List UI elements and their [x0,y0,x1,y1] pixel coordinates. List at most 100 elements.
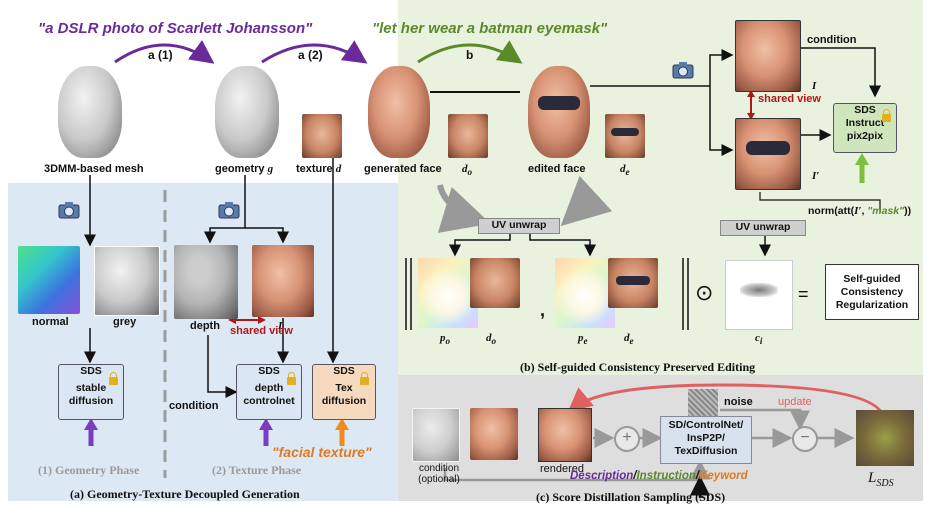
mesh-head-image [58,66,122,158]
mesh-label: 3DMM-based mesh [44,163,144,175]
condition-label-a: condition [169,400,219,412]
prompt-dslr: "a DSLR photo of Scarlett Johansson" [38,20,313,37]
d-o-label-2: do [486,332,497,347]
geometry-label: geometry g [215,163,274,175]
prompt-facial-texture: "facial texture" [272,444,372,460]
batman-mask-shape [538,96,580,110]
i-label-a: I [278,320,283,332]
d-e-label-2: de [624,332,634,347]
grey-label: grey [113,316,137,328]
lock-icon [882,109,891,122]
texture-phase-label: (2) Texture Phase [212,463,302,477]
sds-model-name: depth controlnet [243,382,295,407]
equals-sign: = [798,284,809,304]
prompt-type-legend: Description/Instruction/Keyword [570,470,748,482]
shared-view-label-a: shared view [230,325,293,337]
sds-title: SDS [258,365,280,377]
i-prime-label: I′ [812,170,820,182]
uv-unwrap-box: UV unwrap [478,218,560,234]
c-i-weight-map [725,260,793,330]
instruction-label: Instruction [636,470,696,482]
camera-icon-geometry [58,202,80,219]
sds-model-name: Tex diffusion [321,382,367,407]
step-b-label: b [466,48,474,62]
keyword-label: Keyword [699,470,748,482]
texture-label: texture d [296,163,342,175]
lock-icon-tex2 [360,372,369,385]
sds-loss-image [856,410,914,466]
d-e-mask-shape [611,128,639,136]
caption-b: (b) Self-guided Consistency Preserved Ed… [520,360,756,374]
p-o-uv-map [418,258,478,328]
normal-render-image [18,246,80,314]
prompt-batman: "let her wear a batman eyemask" [372,20,608,37]
grey-render-image [94,246,160,316]
condition-label: condition [807,34,857,46]
c-i-label: ci [755,332,763,347]
rendered-image [538,408,592,462]
norm-att-label: norm(att(I′, "mask")) [808,205,912,217]
shared-view-label-b: shared view [758,93,821,105]
d-o-label: do [462,163,473,178]
add-operator: + [614,426,640,452]
l-sds-label: LSDS [868,470,894,489]
d-e-mask-shape-2 [616,276,650,285]
rendered-label: rendered [540,463,585,475]
geometry-phase-label: (1) Geometry Phase [38,463,140,477]
normal-label: normal [32,316,69,328]
sds-title: SDS [333,365,355,377]
d-o-texture-image [448,114,488,158]
generated-face-image [368,66,430,158]
hadamard-operator: ⊙ [695,280,714,305]
generated-face-label: generated face [364,163,442,175]
rendered-i-image [735,20,801,92]
texture-map-image [302,114,342,158]
condition-optional-label: condition (optional) [418,463,460,485]
step-a2-label: a (2) [298,48,323,62]
description-label: Description [570,470,634,482]
depth-render-image [174,245,238,319]
sds-depth-controlnet-block: SDS depth controlnet [236,364,302,420]
sds-title: SDS [80,365,102,377]
depth-label: depth [190,320,220,332]
edited-face-image [528,66,590,158]
caption-a: (a) Geometry-Texture Decoupled Generatio… [70,487,300,501]
edited-face-label: edited face [528,163,586,175]
sds-title: SDS [854,104,876,116]
caption-c: (c) Score Distillation Sampling (SDS) [536,490,726,504]
arrow-b [417,40,523,64]
update-label: update [778,396,812,408]
i-label: I [812,80,817,92]
d-o-face-texture [470,258,520,308]
texture-render-image [252,245,314,317]
d-e-label: de [620,163,630,178]
noise-label: noise [724,396,753,408]
subtract-operator: − [792,426,818,452]
p-e-label: pe [578,332,588,347]
rendered-i-prime-image [735,118,801,190]
d-e-face-texture [608,258,658,308]
condition-optional-image [412,408,460,462]
camera-icon-texture [218,202,240,219]
regularization-box: Self-guided Consistency Regularization [825,264,919,320]
arrow-a1 [114,39,215,64]
p-e-uv-map [555,258,615,328]
d-e-texture-image [605,114,645,158]
sds-model-name: stable diffusion [68,382,114,407]
lock-icon-geo [109,372,118,385]
lock-icon-tex1 [287,372,296,385]
geometry-head-image [215,66,279,158]
diffusion-models-block: SD/ControlNet/ InsP2P/ TexDiffusion [660,416,752,464]
i-prime-mask-shape [746,141,790,155]
sds-model-name: Instruct pix2pix [845,117,885,142]
uv-unwrap-box-2: UV unwrap [720,220,806,236]
p-o-label: po [440,332,451,347]
condition-face-image [470,408,518,460]
camera-icon [672,62,694,79]
c-i-mask-shadow [740,283,778,297]
step-a1-label: a (1) [148,48,173,62]
comma-sign: , [540,300,546,320]
noise-image [688,389,718,417]
arrow-a2 [261,40,368,64]
